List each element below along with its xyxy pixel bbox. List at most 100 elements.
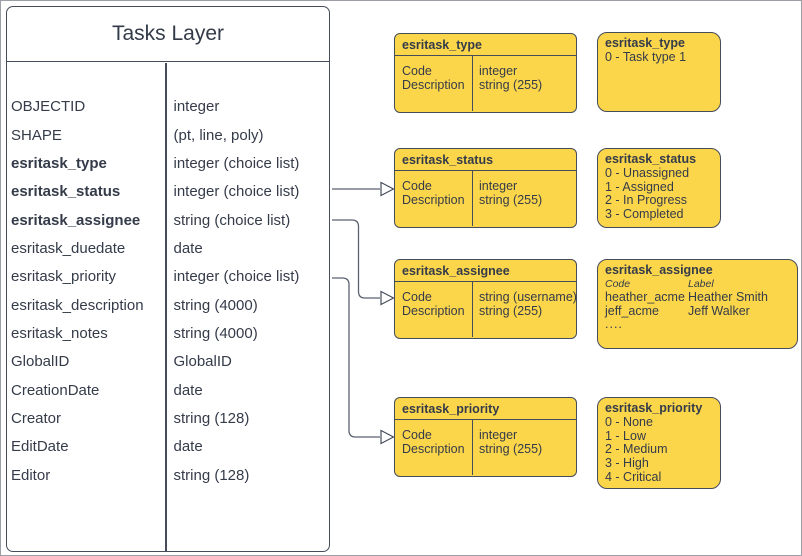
domain-field-name: Description [402,303,465,318]
domain-table-body: Code Description integer string (255) [395,419,576,475]
field-name: esritask_priority [11,268,117,286]
value-item: 2 - In Progress [605,193,687,208]
field-name: esritask_status [11,183,121,201]
field-type: GlobalID [173,353,232,371]
field-row: esritask_type integer (choice list) [7,149,329,177]
field-row: Creator string (128) [7,404,329,432]
domain-table-body: Code Description string (username) strin… [395,281,577,337]
domain-table-title: esritask_status [395,149,576,171]
field-name: esritask_notes [11,324,108,342]
value-list-esritask-priority: esritask_priority 0 - None 1 - Low 2 - M… [597,397,721,489]
field-name: SHAPE [11,126,62,144]
field-row: esritask_duedate date [7,234,329,262]
domain-field-type: integer [479,63,518,78]
domain-table-esritask-status: esritask_status Code Description integer… [394,148,577,228]
field-name: CreationDate [11,381,100,399]
domain-field-type: integer [479,178,518,193]
connector-esritask-priority [332,277,380,438]
table-title: Tasks Layer [7,7,329,62]
field-type: integer (choice list) [173,154,300,172]
domain-table-title: esritask_priority [395,398,576,420]
field-row: CreationDate date [7,376,329,404]
field-row: esritask_description string (4000) [7,291,329,319]
value-item: 0 - None [605,414,653,429]
field-type: string (4000) [173,296,258,314]
field-type: date [173,438,203,456]
domain-table-body: Code Description integer string (255) [395,170,576,226]
field-row: SHAPE (pt, line, poly) [7,121,329,149]
entry-label: Heather Smith [688,289,768,304]
field-name: Editor [11,466,51,484]
field-type: date [173,239,203,257]
hollow-arrowhead-icon [380,290,395,306]
field-type: (pt, line, poly) [173,126,264,144]
domain-table-esritask-assignee: esritask_assignee Code Description strin… [394,259,577,339]
connector-esritask-assignee [332,219,380,299]
field-name: OBJECTID [11,98,86,116]
value-entry: heather_acme Heather Smith [605,289,797,305]
value-list-esritask-status: esritask_status 0 - Unassigned 1 - Assig… [597,148,721,228]
field-type: string (4000) [173,324,258,342]
domain-field-name: Description [402,77,465,92]
domain-field-name: Code [402,427,432,442]
value-item: 3 - Completed [605,207,684,222]
domain-field-name: Code [402,289,432,304]
domain-table-title: esritask_assignee [395,260,576,282]
entry-code: jeff_acme [605,303,659,318]
field-type: string (128) [173,409,250,427]
field-name: Creator [11,409,62,427]
code-column-header: Code [605,277,631,290]
value-list-title: esritask_priority [605,401,703,415]
field-type: integer (choice list) [173,183,300,201]
value-item: 0 - Task type 1 [605,49,687,64]
hollow-arrowhead-icon [380,429,395,445]
value-item: 0 - Unassigned [605,165,690,180]
domain-table-title: esritask_type [395,34,576,56]
domain-field-type: integer [479,427,518,442]
field-name: esritask_duedate [11,239,126,257]
value-item: 2 - Medium [605,442,668,457]
field-row: esritask_status integer (choice list) [7,178,329,206]
domain-field-name: Code [402,178,432,193]
column-divider [472,55,474,111]
field-type: string (128) [173,466,250,484]
field-row: GlobalID GlobalID [7,348,329,376]
value-item: 3 - High [605,456,649,471]
field-type: string (choice list) [173,211,291,229]
domain-field-name: Description [402,192,465,207]
entry-code: heather_acme [605,289,685,304]
value-entry: jeff_acme Jeff Walker [605,303,797,319]
domain-field-type: string (255) [479,441,543,456]
field-type: date [173,381,203,399]
domain-field-type: string (255) [479,192,543,207]
column-divider [472,419,474,475]
value-list-column-headers: Code Label [605,278,797,291]
domain-table-esritask-type: esritask_type Code Description integer s… [394,33,577,113]
field-name: esritask_description [11,296,144,314]
value-list-esritask-assignee: esritask_assignee Code Label heather_acm… [597,259,798,349]
label-column-header: Label [688,277,714,290]
value-list-title: esritask_status [605,152,697,166]
hollow-arrowhead-icon [380,181,395,197]
entry-label: Jeff Walker [688,303,750,318]
value-list-esritask-type: esritask_type 0 - Task type 1 [597,32,721,112]
field-row: EditDate date [7,433,329,461]
domain-table-body: Code Description integer string (255) [395,55,576,111]
field-row: esritask_notes string (4000) [7,319,329,347]
domain-field-type: string (255) [479,77,543,92]
field-name: GlobalID [11,353,70,371]
field-name: esritask_type [11,154,107,172]
domain-field-name: Description [402,441,465,456]
column-divider [165,62,167,551]
value-list-title: esritask_type [605,36,685,50]
domain-field-type: string (username) [479,289,577,304]
value-item: 1 - Assigned [605,179,674,194]
field-row: Editor string (128) [7,461,329,489]
field-name: EditDate [11,438,69,456]
value-item: 1 - Low [605,428,646,443]
